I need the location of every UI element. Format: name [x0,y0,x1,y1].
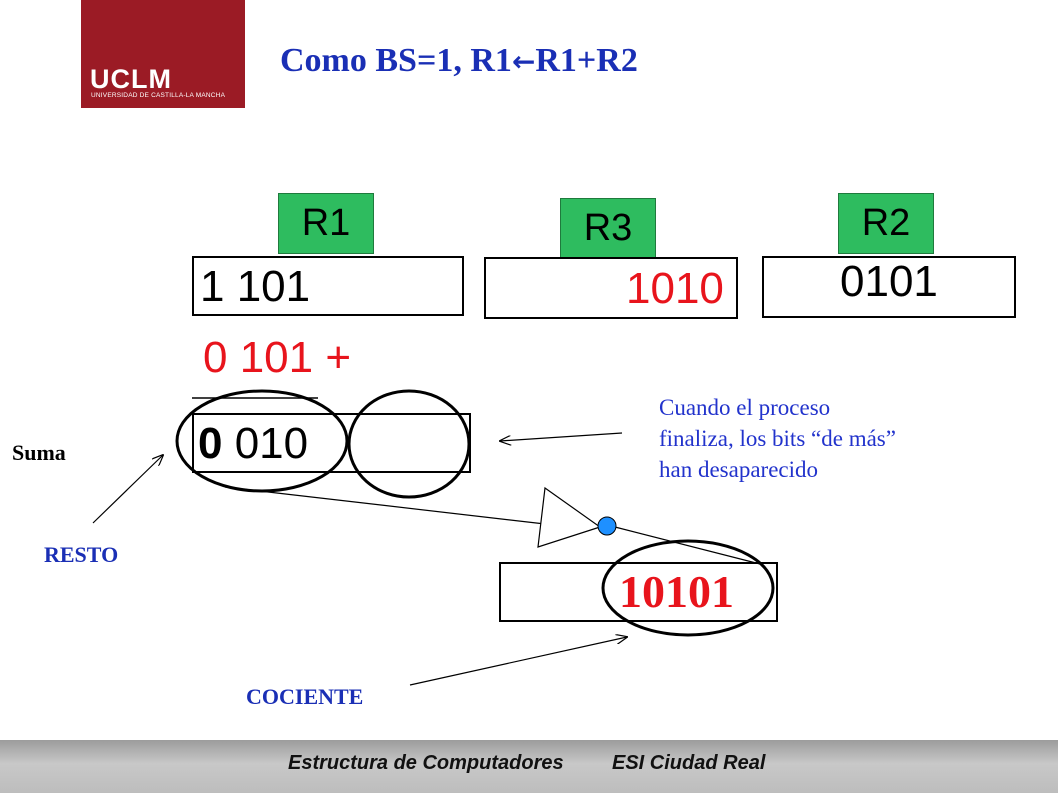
inverter-icon [537,486,602,548]
inverter-to-quotient-line [614,526,761,565]
note-line: finaliza, los bits “de más” [659,426,896,451]
r3-label: R3 [560,198,656,258]
slide-title: Como BS=1, R1←R1+R2 [280,42,638,80]
cociente-label: COCIENTE [246,684,364,709]
title-prefix: Como BS=1, R1 [280,42,512,79]
sum-value: 0 010 [198,419,308,469]
r1-label: R1 [278,193,374,254]
resto-label: RESTO [44,542,119,567]
footer-bar: Estructura de Computadores ESI Ciudad Re… [0,740,1058,793]
process-note: Cuando el proceso finaliza, los bits “de… [659,392,896,485]
extra-bits-circle [347,389,471,499]
uclm-logo [81,0,245,108]
r2-value: 0101 [840,257,938,306]
note-line: han desaparecido [659,457,819,482]
cociente-arrow [409,637,627,686]
suma-label: Suma [12,440,66,465]
inverter-dot-icon [597,516,617,536]
sum-rest-bits: 010 [222,419,309,468]
left-arrow-icon: ← [511,45,536,78]
diagram-overlay [92,389,775,686]
note-line: Cuando el proceso [659,395,831,420]
sum-bold-bit: 0 [198,419,223,468]
r3-value: 1010 [626,264,724,313]
addend-value: 0 101 + [203,333,352,382]
note-arrow [500,432,623,441]
footer-school: ESI Ciudad Real [612,752,766,774]
quotient-value: 10101 [619,566,734,617]
logo-text: UCLM [90,64,172,94]
title-suffix: R1+R2 [535,42,638,79]
r2-register [762,256,1016,318]
quotient-register [499,562,778,622]
quotient-circle [601,539,775,637]
addend-row: 0 101 + [203,333,351,383]
footer-course: Estructura de Computadores [288,752,564,774]
resto-arrow [92,455,163,524]
r3-register [484,257,738,319]
r2-label: R2 [838,193,934,254]
sum-circle [175,389,349,493]
logo-subtitle: UNIVERSIDAD DE CASTILLA-LA MANCHA [91,92,226,99]
r1-value: 1 101 [200,262,311,311]
r1-register [192,256,464,316]
resto-to-inverter-line [224,486,546,525]
